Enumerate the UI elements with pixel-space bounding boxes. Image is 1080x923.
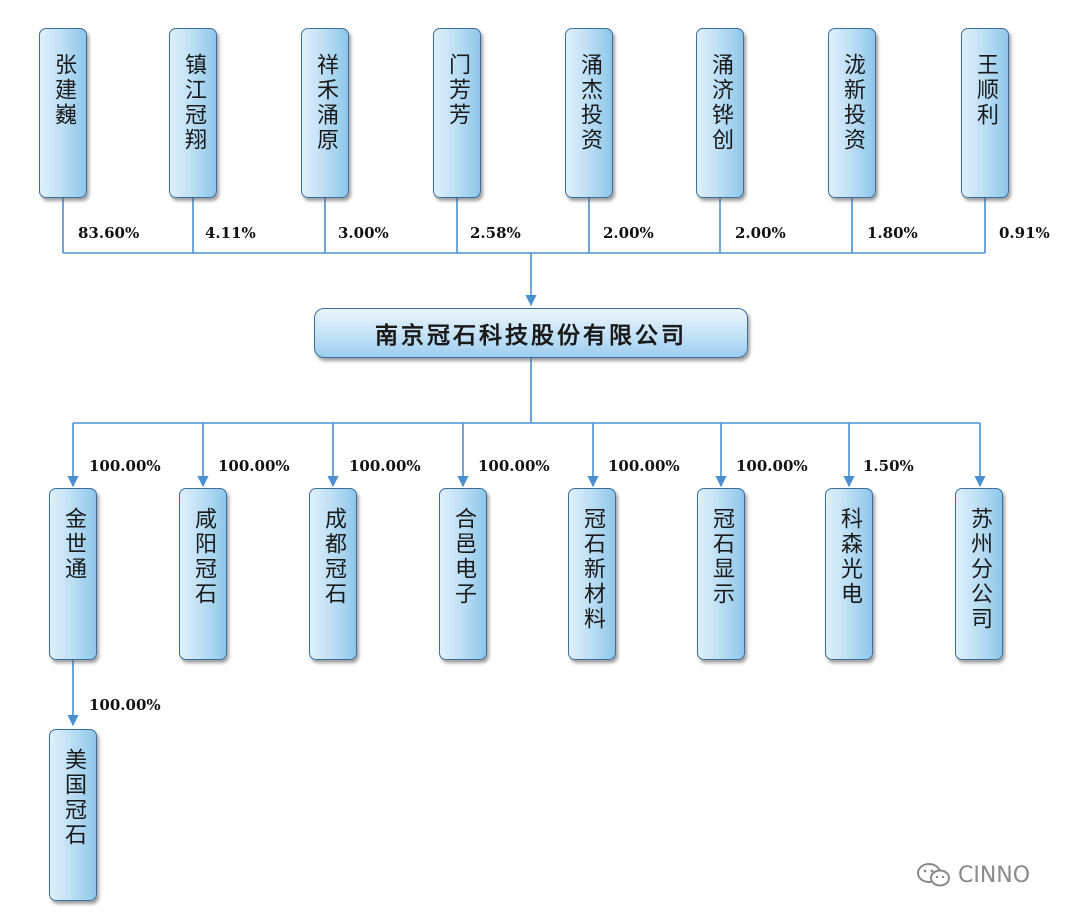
watermark-text: CINNO — [958, 862, 1031, 888]
shareholder-box: 涌济铧创 — [696, 28, 744, 198]
subsidiary-percent: 100.00% — [89, 457, 161, 475]
subsidiary-name: 冠石新材料 — [580, 507, 605, 632]
subsidiary-percent: 100.00% — [218, 457, 290, 475]
subsidiary-percent: 100.00% — [349, 457, 421, 475]
shareholder-percent: 2.00% — [603, 224, 654, 242]
shareholder-name: 祥禾涌原 — [313, 53, 338, 153]
subsidiary-name: 合邑电子 — [451, 507, 476, 607]
shareholder-box: 门芳芳 — [433, 28, 481, 198]
subsidiary-box: 冠石显示 — [697, 488, 745, 660]
subsidiary-name: 苏州分公司 — [967, 507, 992, 632]
subsidiary-percent: 100.00% — [736, 457, 808, 475]
grandchild-name: 美国冠石 — [61, 748, 86, 848]
subsidiary-percent: 100.00% — [478, 457, 550, 475]
subsidiary-percent: 100.00% — [608, 457, 680, 475]
subsidiary-name: 冠石显示 — [709, 507, 734, 607]
shareholder-name: 镇江冠翔 — [181, 53, 206, 153]
subsidiary-name: 金世通 — [61, 507, 86, 582]
watermark: CINNO — [916, 862, 1030, 888]
shareholder-percent: 2.00% — [735, 224, 786, 242]
shareholder-name: 涌济铧创 — [708, 53, 733, 153]
subsidiary-box: 合邑电子 — [439, 488, 487, 660]
shareholder-box: 泷新投资 — [828, 28, 876, 198]
grandchild-percent: 100.00% — [89, 696, 161, 714]
subsidiary-name: 科森光电 — [837, 507, 862, 607]
subsidiary-name: 咸阳冠石 — [191, 507, 216, 607]
shareholder-percent: 1.80% — [867, 224, 918, 242]
shareholder-name: 门芳芳 — [445, 53, 470, 128]
subsidiary-box: 咸阳冠石 — [179, 488, 227, 660]
shareholder-box: 王顺利 — [961, 28, 1009, 198]
shareholder-percent: 0.91% — [999, 224, 1050, 242]
subsidiary-name: 成都冠石 — [321, 507, 346, 607]
subsidiary-box: 成都冠石 — [309, 488, 357, 660]
company-box: 南京冠石科技股份有限公司 — [314, 308, 748, 358]
subsidiary-percent: 1.50% — [863, 457, 914, 475]
shareholder-box: 张建巍 — [39, 28, 87, 198]
wechat-icon — [917, 863, 950, 887]
subsidiary-box: 苏州分公司 — [955, 488, 1003, 660]
shareholder-percent: 3.00% — [338, 224, 389, 242]
shareholder-percent: 4.11% — [205, 224, 256, 242]
shareholder-name: 泷新投资 — [840, 53, 865, 153]
shareholder-name: 张建巍 — [51, 53, 76, 128]
shareholder-box: 涌杰投资 — [565, 28, 613, 198]
subsidiary-box: 冠石新材料 — [568, 488, 616, 660]
shareholder-name: 涌杰投资 — [577, 53, 602, 153]
subsidiary-box: 科森光电 — [825, 488, 873, 660]
shareholder-name: 王顺利 — [973, 53, 998, 128]
shareholder-percent: 2.58% — [470, 224, 521, 242]
shareholder-box: 祥禾涌原 — [301, 28, 349, 198]
subsidiary-box: 金世通 — [49, 488, 97, 660]
shareholder-box: 镇江冠翔 — [169, 28, 217, 198]
shareholder-percent: 83.60% — [78, 224, 140, 242]
company-name: 南京冠石科技股份有限公司 — [375, 323, 687, 349]
grandchild-box: 美国冠石 — [49, 729, 97, 901]
